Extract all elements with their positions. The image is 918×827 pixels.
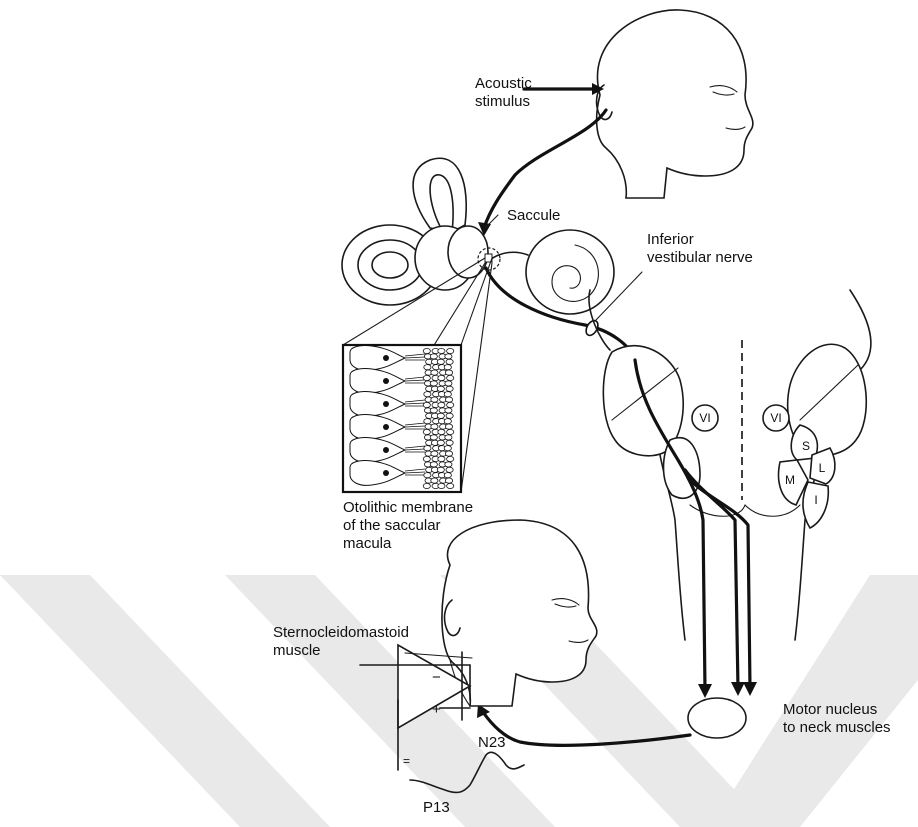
acoustic-label-line1: Acoustic — [475, 75, 532, 92]
waveform-p13-label: P13 — [423, 799, 450, 816]
otoconium — [424, 392, 431, 397]
otoconium — [446, 413, 453, 418]
otoconium — [438, 483, 445, 488]
otoconium — [444, 473, 451, 478]
inner-ear — [342, 158, 614, 314]
nucleus-l-label: L — [819, 461, 826, 475]
otoconium — [445, 435, 452, 440]
otoconium — [438, 348, 445, 353]
hair-cell-nucleus — [383, 401, 389, 407]
otolithic-label-line1: Otolithic membrane — [343, 499, 473, 516]
otoconium — [431, 451, 438, 456]
otoconium — [447, 456, 454, 461]
otoconium — [423, 348, 430, 353]
scm-label-line2: muscle — [273, 642, 321, 659]
otoconium — [446, 386, 453, 391]
hair-cell-nucleus — [383, 424, 389, 430]
vestibular-nerve-label-line2: vestibular nerve — [647, 249, 753, 266]
otoconium — [423, 402, 430, 407]
otoconium — [437, 413, 444, 418]
otoconium — [423, 375, 430, 380]
hair-cell-nucleus — [383, 378, 389, 384]
otoconium — [445, 408, 452, 413]
otoconium — [430, 354, 437, 359]
otoconium — [445, 478, 452, 483]
saccule-label: Saccule — [507, 207, 560, 224]
otoconium — [423, 483, 430, 488]
nucleus-m-label: M — [785, 473, 795, 487]
amp-plus-label: + — [432, 701, 441, 718]
otoconium — [423, 429, 430, 434]
otoconium — [444, 446, 451, 451]
otoconium — [431, 424, 438, 429]
brainstem — [589, 290, 871, 640]
otoconium — [430, 381, 437, 386]
otoconium — [444, 365, 451, 370]
otoconium — [444, 392, 451, 397]
otoconium — [430, 408, 437, 413]
motor-nucleus-label-line1: Motor nucleus — [783, 701, 877, 718]
otoconium — [444, 419, 451, 424]
otoconium — [437, 440, 444, 445]
hair-cell-nucleus — [383, 447, 389, 453]
hair-cell-nucleus — [383, 470, 389, 476]
otoconium — [446, 359, 453, 364]
head-bottom — [442, 520, 597, 706]
vestibular-nerve-label-line1: Inferior — [647, 231, 694, 248]
otoconium — [437, 467, 444, 472]
amp-ground-label: = — [403, 754, 410, 768]
motor-nucleus-label-line2: to neck muscles — [783, 719, 891, 736]
otoconium — [438, 402, 445, 407]
scm-label-line1: Sternocleidomastoid — [273, 624, 409, 641]
otoconium — [445, 451, 452, 456]
otoconium — [431, 397, 438, 402]
head-top — [597, 10, 753, 198]
otoconium — [430, 435, 437, 440]
otoconium — [445, 370, 452, 375]
otoconium — [445, 397, 452, 402]
otoconium — [445, 354, 452, 359]
otoconium — [438, 456, 445, 461]
amp-minus-label: − — [432, 669, 441, 686]
otoconium — [431, 478, 438, 483]
waveform-n23-label: N23 — [478, 734, 506, 751]
otoconium — [430, 462, 437, 467]
otoconium — [446, 440, 453, 445]
otoconium — [446, 467, 453, 472]
nucleus-i-label: I — [814, 493, 817, 507]
otoconium — [447, 483, 454, 488]
otoconium — [447, 429, 454, 434]
hair-cell-nucleus — [383, 355, 389, 361]
otoconium — [438, 429, 445, 434]
otoconium — [447, 348, 454, 353]
nerve-marker — [584, 319, 601, 338]
otoconium — [424, 365, 431, 370]
nucleus-s-label: S — [802, 439, 810, 453]
otoconium — [423, 456, 430, 461]
otoconium — [424, 473, 431, 478]
otoconium — [445, 424, 452, 429]
vi-right-label: VI — [770, 411, 781, 425]
otoconium — [431, 370, 438, 375]
motor-nucleus-ellipse — [688, 698, 746, 738]
otoconium — [437, 386, 444, 391]
vi-left-label: VI — [699, 411, 710, 425]
otoconium — [445, 381, 452, 386]
otoconium — [437, 359, 444, 364]
otoconium — [438, 375, 445, 380]
otoconium — [447, 402, 454, 407]
otoconium — [447, 375, 454, 380]
otoconium — [424, 446, 431, 451]
otolithic-label-line3: macula — [343, 535, 392, 552]
otolithic-label-line2: of the saccular — [343, 517, 441, 534]
otoconium — [424, 419, 431, 424]
otoconium — [445, 462, 452, 467]
acoustic-label-line2: stimulus — [475, 93, 530, 110]
